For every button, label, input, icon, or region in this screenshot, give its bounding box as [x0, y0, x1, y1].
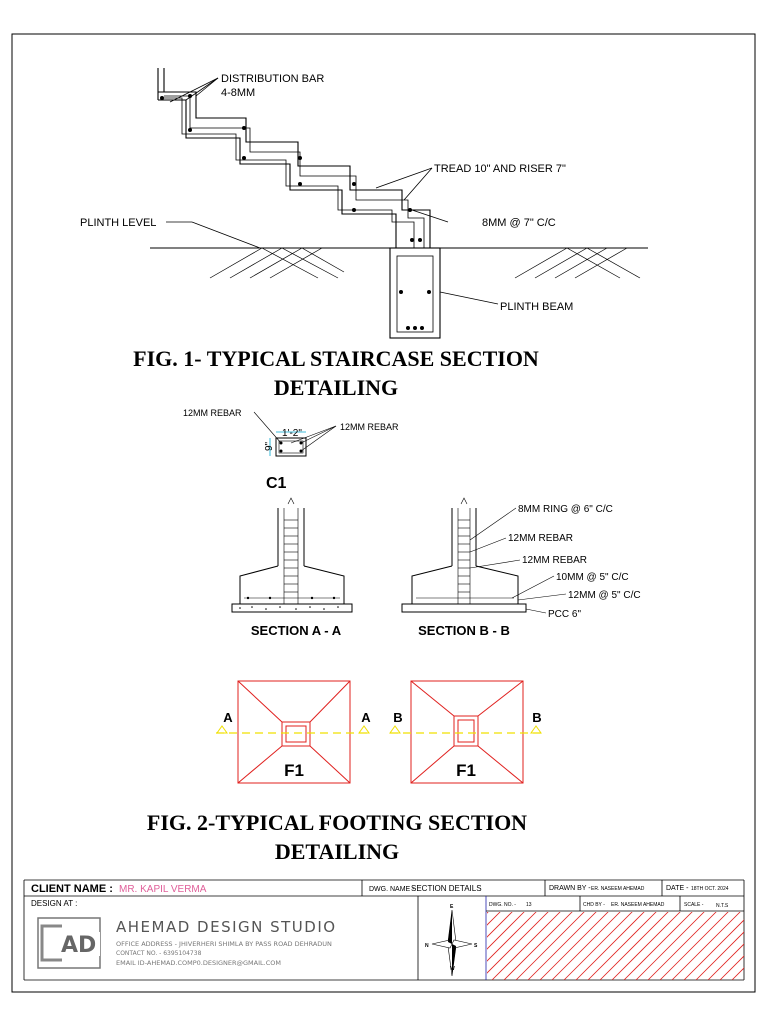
drawn-by-value: ER. NASEEM AHEMAD [591, 886, 645, 892]
plinth-beam-label: PLINTH BEAM [500, 301, 573, 313]
footing-plan-b [410, 680, 524, 784]
compass-icon [431, 909, 473, 977]
section-a-title: SECTION A - A [251, 623, 342, 638]
footing-plan-a [237, 680, 351, 784]
footing-b-name: F1 [456, 761, 476, 780]
date-label: DATE - [666, 885, 689, 892]
drawn-by-label: DRAWN BY - [549, 885, 591, 892]
rebar-label-2: 12MM REBAR [522, 555, 587, 566]
staircase-section [157, 68, 431, 248]
fig1-title-line1: FIG. 1- TYPICAL STAIRCASE SECTION [133, 346, 539, 371]
tread-riser-label: TREAD 10" AND RISER 7" [434, 163, 566, 175]
dwg-no-label: DWG. NO. - [489, 902, 516, 908]
studio-contact: CONTACT NO. - 6395104738 [116, 950, 202, 957]
section-a-a [231, 497, 353, 613]
c1-width-dimension: 1'-2" [282, 428, 302, 439]
c1-depth-dimension: 9" [264, 441, 275, 451]
studio-logo [37, 917, 101, 969]
c1-rebar-left-label: 12MM REBAR [183, 408, 242, 418]
cut-mark-a-right: A [361, 710, 371, 725]
footing-a-name: F1 [284, 761, 304, 780]
mesh-label-1: 10MM @ 5" C/C [556, 572, 629, 583]
dwg-no-value: 13 [526, 902, 532, 908]
plinth-beam [389, 247, 441, 339]
column-c1-detail [253, 411, 337, 457]
plinth-level-label: PLINTH LEVEL [80, 217, 156, 229]
fig2-title-line1: FIG. 2-TYPICAL FOOTING SECTION [147, 810, 527, 835]
c1-rebar-right-label: 12MM REBAR [340, 422, 399, 432]
pcc-label: PCC 6" [548, 609, 581, 620]
section-cut-triangles [216, 725, 542, 734]
studio-name: AHEMAD DESIGN STUDIO [116, 918, 337, 936]
compass-e: E [450, 904, 454, 910]
chd-by-label: CHD BY - [583, 902, 605, 908]
soil-hatch-left [209, 247, 345, 279]
dwg-name-value: SECTION DETAILS [411, 884, 482, 893]
ring-label: 8MM RING @ 6" C/C [518, 504, 613, 515]
studio-address: OFFICE ADDRESS - JHIVERHERI SHIMLA BY PA… [116, 940, 332, 948]
logo-letters: AD [61, 933, 96, 958]
distribution-bar-size-label: 4-8MM [221, 87, 255, 99]
rebar-label-1: 12MM REBAR [508, 533, 573, 544]
compass-n: N [425, 943, 429, 949]
mesh-label-2: 12MM @ 5" C/C [568, 590, 641, 601]
compass-w: W [450, 966, 455, 972]
cut-mark-a-left: A [223, 710, 233, 725]
c1-name: C1 [266, 475, 287, 492]
distribution-bars [160, 94, 422, 242]
scale-value: N.T.S [716, 903, 729, 909]
sheet-border [11, 33, 756, 993]
distribution-bar-label: DISTRIBUTION BAR [221, 73, 324, 85]
client-name-value: MR. KAPIL VERMA [119, 884, 207, 895]
chd-by-value: ER. NASEEM AHEMAD [611, 902, 665, 908]
design-at-label: DESIGN AT : [31, 899, 77, 908]
fig1-leaders [166, 77, 499, 305]
section-b-title: SECTION B - B [418, 623, 510, 638]
date-value: 18TH OCT. 2024 [691, 886, 729, 892]
stirrup-label: 8MM @ 7" C/C [482, 217, 556, 229]
dwg-name-label: DWG. NAME - [369, 886, 415, 893]
scale-label: SCALE - [684, 902, 704, 908]
soil-hatch-right [514, 247, 641, 279]
section-b-b [401, 497, 527, 613]
fig2-title-line2: DETAILING [275, 839, 399, 864]
compass-s: S [474, 943, 478, 949]
fig1-title-line2: DETAILING [274, 375, 398, 400]
studio-email: EMAIL ID-AHEMAD.COMP0.DESIGNER@GMAIL.COM [116, 959, 281, 967]
cut-mark-b-left: B [393, 710, 402, 725]
title-block-hatch [487, 912, 744, 980]
client-name-label: CLIENT NAME : [31, 883, 113, 895]
cut-mark-b-right: B [532, 710, 541, 725]
title-block [23, 879, 745, 981]
section-a-pcc-dots [239, 596, 339, 610]
section-b-ties [458, 519, 470, 593]
section-b-leaders [469, 507, 567, 614]
section-a-ties [284, 519, 298, 593]
